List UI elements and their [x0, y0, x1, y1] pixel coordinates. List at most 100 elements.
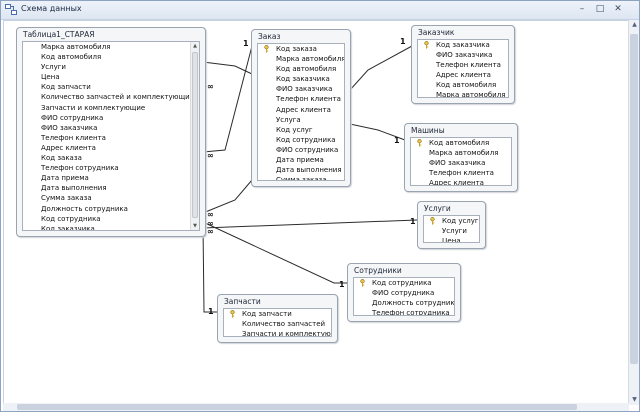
table-field[interactable]: ФИО сотрудника	[354, 288, 454, 298]
table-field[interactable]: Код заказчика	[23, 224, 199, 230]
horizontal-scrollbar[interactable]	[3, 403, 629, 411]
table-field[interactable]: Дата приема	[258, 155, 344, 165]
table-field[interactable]: ФИО заказчика	[418, 50, 508, 60]
table-field[interactable]: Телефон клиента	[258, 94, 344, 104]
primary-key-icon	[424, 41, 429, 49]
primary-key-field[interactable]: Код услуг	[424, 216, 479, 226]
field-name: Код услуг	[276, 125, 313, 134]
table-field[interactable]: Телефон сотрудника	[354, 308, 454, 315]
table-field[interactable]: Код сотрудника	[23, 214, 199, 224]
table-field[interactable]: Должность сотрудника	[354, 298, 454, 308]
relation-line[interactable]	[202, 219, 418, 229]
table-field[interactable]: Запчасти и комплектующие	[224, 329, 331, 336]
relation-line[interactable]	[202, 61, 253, 75]
scroll-up-arrow-icon[interactable]: ▲	[193, 43, 197, 49]
table-field[interactable]: ФИО заказчика	[411, 158, 511, 168]
field-name: Адрес клиента	[41, 143, 96, 152]
table-field[interactable]: Цена	[23, 72, 199, 82]
field-list-scrollbar[interactable]: ▲ ▼	[190, 42, 199, 230]
table-field[interactable]: Дата приема	[23, 173, 199, 183]
table-field[interactable]: Запчасти и комплектующие	[23, 103, 199, 113]
table-field[interactable]: Услуги	[23, 62, 199, 72]
relation-line[interactable]	[349, 123, 406, 141]
table-field[interactable]: Код заказа	[23, 153, 199, 163]
field-name: Адрес клиента	[436, 71, 491, 80]
relation-line[interactable]	[349, 45, 413, 91]
table-field[interactable]: Дата выполнения	[23, 183, 199, 193]
table-field[interactable]: Код запчасти	[23, 82, 199, 92]
table-field[interactable]: Количество запчастей	[224, 319, 331, 329]
field-name: Марка автомобиля	[41, 43, 111, 51]
relation-many-label: ∞	[207, 219, 214, 228]
scroll-down-arrow-icon[interactable]: ▼	[632, 396, 637, 403]
relation-line[interactable]	[202, 45, 253, 153]
primary-key-field[interactable]: Код заказчика	[418, 40, 508, 50]
table-field[interactable]: Услуга	[258, 115, 344, 125]
field-name: Дата выполнения	[41, 184, 107, 193]
primary-key-field[interactable]: Код заказа	[258, 44, 344, 54]
maximize-button[interactable]: □	[595, 4, 605, 14]
relation-line[interactable]	[202, 221, 347, 284]
field-list-scroll-thumb[interactable]	[192, 52, 198, 218]
field-name: Адрес клиента	[276, 105, 331, 114]
table-field[interactable]: Адрес клиента	[258, 105, 344, 115]
table-field[interactable]: Телефон клиента	[23, 133, 199, 143]
table-field[interactable]: ФИО сотрудника	[23, 113, 199, 123]
table-field[interactable]: Телефон сотрудника	[23, 163, 199, 173]
relation-line[interactable]	[202, 179, 253, 214]
primary-key-field[interactable]: Код автомобиля	[411, 138, 511, 148]
minimize-button[interactable]: –	[579, 4, 585, 14]
table-field[interactable]: Телефон клиента	[411, 168, 511, 178]
table-field[interactable]: Услуги	[424, 226, 479, 236]
table-field[interactable]: Количество запчастей и комплектующих	[23, 92, 199, 102]
close-button[interactable]: ✕	[614, 4, 622, 14]
table-field[interactable]: Код заказчика	[258, 74, 344, 84]
field-name: Код запчасти	[41, 83, 91, 92]
table-field[interactable]: Должность сотрудника	[23, 204, 199, 214]
field-name: Код сотрудника	[276, 135, 336, 144]
table-field[interactable]: ФИО заказчика	[258, 84, 344, 94]
vertical-scrollbar[interactable]: ▲ ▼	[628, 20, 639, 405]
primary-key-field[interactable]: Код сотрудника	[354, 278, 454, 288]
table-field[interactable]: Код автомобиля	[23, 52, 199, 62]
table-field[interactable]: Сумма заказа	[23, 193, 199, 203]
table-field[interactable]: Цена	[424, 236, 479, 242]
table-field[interactable]: Код услуг	[258, 125, 344, 135]
table-field[interactable]: Марка автомобиля	[23, 42, 199, 52]
table-field[interactable]: Дата выполнения	[258, 165, 344, 175]
table-field[interactable]: Код автомобиля	[418, 80, 508, 90]
scroll-down-arrow-icon[interactable]: ▼	[193, 223, 197, 229]
table-field[interactable]: Код сотрудника	[258, 135, 344, 145]
table-field[interactable]: ФИО сотрудника	[258, 145, 344, 155]
vertical-scroll-thumb[interactable]	[630, 34, 638, 364]
table-field[interactable]: Марка автомобиля	[411, 148, 511, 158]
table-field[interactable]: Код автомобиля	[258, 64, 344, 74]
table-field[interactable]: Адрес клиента	[418, 70, 508, 80]
table-field[interactable]: Сумма заказа	[258, 175, 344, 180]
scroll-up-arrow-icon[interactable]: ▲	[632, 21, 637, 28]
field-name: Марка автомобиля	[276, 55, 345, 64]
primary-key-field[interactable]: Код запчасти	[224, 309, 331, 319]
table-field[interactable]: Марка автомобиля	[418, 90, 508, 97]
table-field[interactable]: Телефон клиента	[418, 60, 508, 70]
table-field[interactable]: Марка автомобиля	[258, 54, 344, 64]
table-field[interactable]: Адрес клиента	[411, 178, 511, 185]
table-field[interactable]: ФИО заказчика	[23, 123, 199, 133]
horizontal-scroll-thumb[interactable]	[17, 404, 577, 410]
relation-line[interactable]	[202, 224, 217, 313]
table-field[interactable]: Адрес клиента	[23, 143, 199, 153]
